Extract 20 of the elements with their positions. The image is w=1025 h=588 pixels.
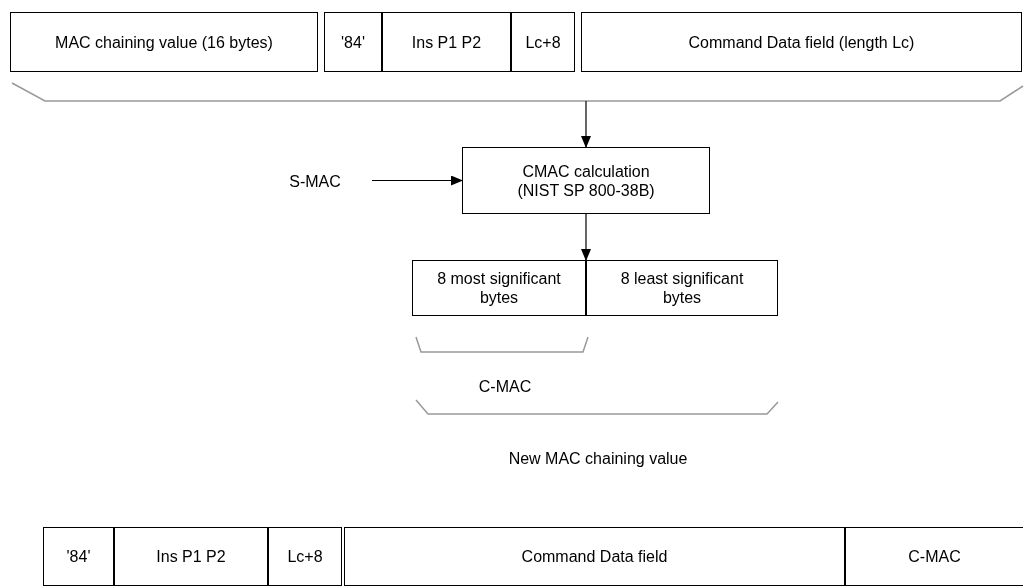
process-box: CMAC calculation (NIST SP 800-38B) — [462, 147, 710, 214]
arrow — [371, 175, 463, 186]
field-cell: Command Data field (length Lc) — [581, 12, 1022, 72]
field-cell: 8 least significant bytes — [586, 260, 778, 316]
bracket — [11, 82, 1024, 102]
field-cell: MAC chaining value (16 bytes) — [10, 12, 318, 72]
field-cell: C-MAC — [845, 527, 1023, 586]
arrow — [581, 213, 591, 261]
input-label: S-MAC — [270, 170, 360, 192]
field-cell: '84' — [43, 527, 114, 586]
field-cell: '84' — [324, 12, 382, 72]
field-cell: Lc+8 — [268, 527, 342, 586]
bracket-label: C-MAC — [478, 378, 532, 396]
field-cell: Ins P1 P2 — [114, 527, 268, 586]
field-cell: Lc+8 — [511, 12, 575, 72]
field-cell: Ins P1 P2 — [382, 12, 511, 72]
field-cell: 8 most significant bytes — [412, 260, 586, 316]
arrow — [581, 100, 591, 148]
field-cell: Command Data field — [344, 527, 845, 586]
bracket-label: New MAC chaining value — [508, 450, 688, 468]
